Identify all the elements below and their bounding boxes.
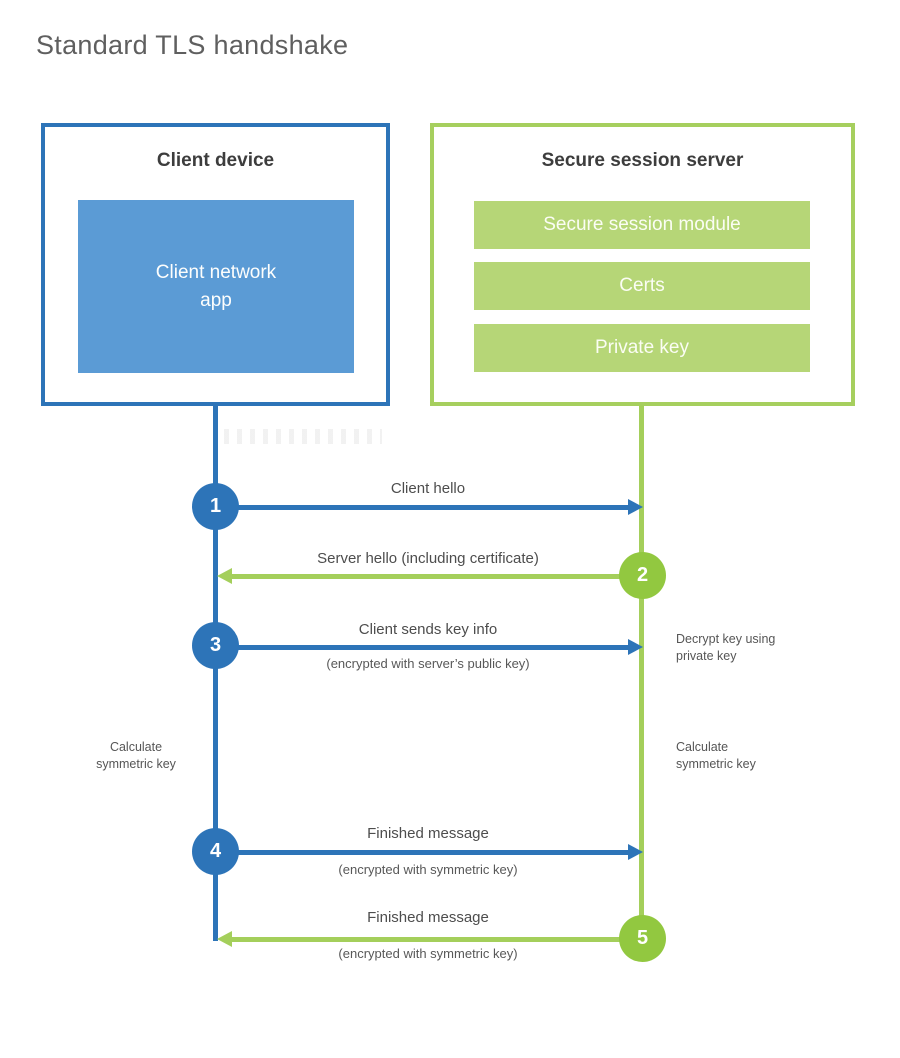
page-title: Standard TLS handshake xyxy=(36,30,349,60)
server-module-secure-session: Secure session module xyxy=(474,201,810,249)
step2-arrow-line xyxy=(232,574,642,579)
step4-sublabel: (encrypted with symmetric key) xyxy=(338,862,518,877)
step1-arrow-line xyxy=(216,505,628,510)
step3-arrowhead-icon xyxy=(628,639,643,655)
annotation-decrypt-key: Decrypt key using private key xyxy=(676,632,776,663)
step1-arrowhead-icon xyxy=(628,499,643,515)
client-device-title: Client device xyxy=(156,150,275,171)
step3-circle: 3 xyxy=(192,622,239,669)
annotation-calculate-symmetric-key-server: Calculate symmetric key xyxy=(676,740,756,771)
step5-arrow-line xyxy=(232,937,642,942)
server-title: Secure session server xyxy=(541,150,744,171)
step3-label: Client sends key info xyxy=(358,621,498,638)
client-lifeline xyxy=(213,405,218,941)
server-module-certs: Certs xyxy=(474,262,810,310)
step5-arrowhead-icon xyxy=(217,931,232,947)
step2-arrowhead-icon xyxy=(217,568,232,584)
annotation-calculate-symmetric-key-client: Calculate symmetric key xyxy=(96,740,176,771)
step1-circle: 1 xyxy=(192,483,239,530)
step2-label: Server hello (including certificate) xyxy=(317,550,539,567)
step5-sublabel: (encrypted with symmetric key) xyxy=(338,946,518,961)
step5-label: Finished message xyxy=(367,909,489,926)
server-module-private-key: Private key xyxy=(474,324,810,372)
step4-circle: 4 xyxy=(192,828,239,875)
secure-session-server-box: Secure session server Secure session mod… xyxy=(430,123,855,406)
client-network-app-box: Client network app xyxy=(78,200,354,373)
server-lifeline xyxy=(639,405,644,938)
step2-circle: 2 xyxy=(619,552,666,599)
step4-arrow-line xyxy=(216,850,628,855)
client-device-box: Client device Client network app xyxy=(41,123,390,406)
faint-dashes-artifact xyxy=(224,429,382,444)
step1-label: Client hello xyxy=(390,480,466,497)
step5-circle: 5 xyxy=(619,915,666,962)
step3-sublabel: (encrypted with server’s public key) xyxy=(326,656,530,671)
step4-arrowhead-icon xyxy=(628,844,643,860)
step4-label: Finished message xyxy=(367,825,489,842)
step3-arrow-line xyxy=(216,645,628,650)
